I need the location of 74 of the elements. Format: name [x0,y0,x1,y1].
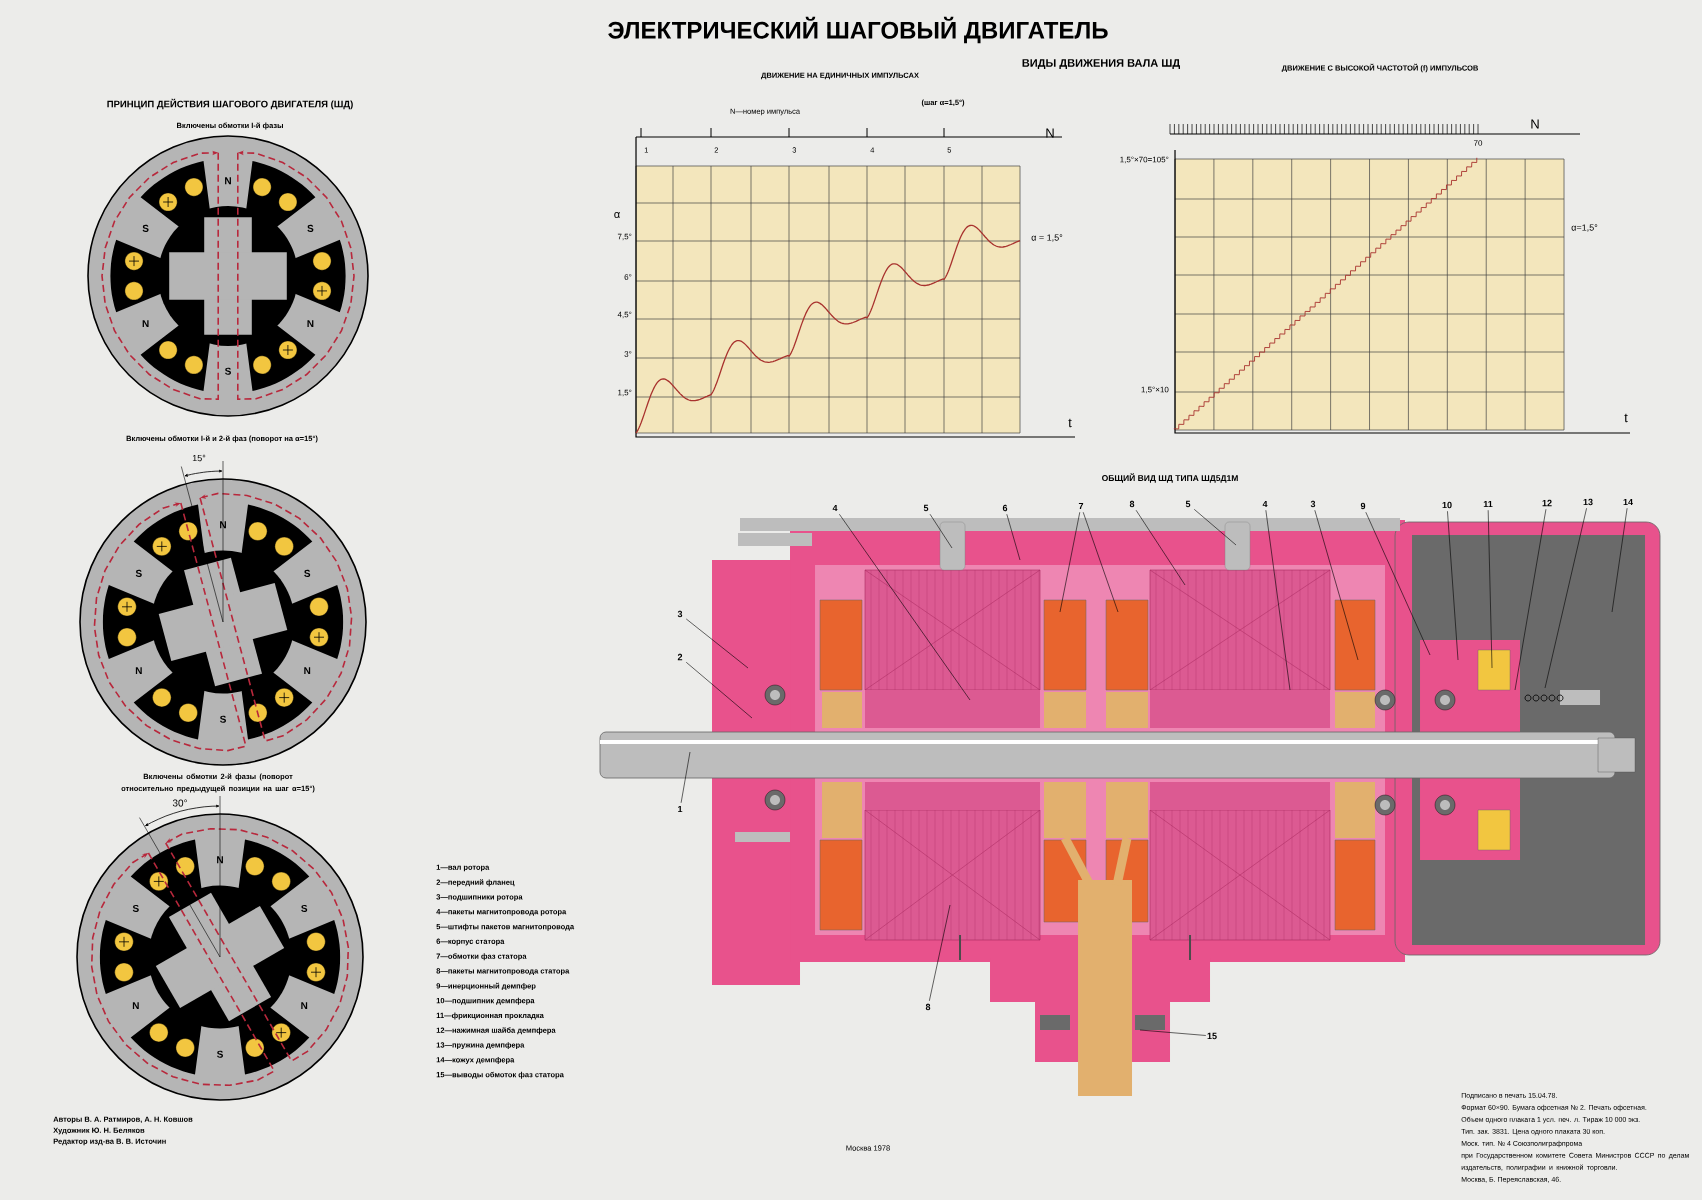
pole-letter: N [220,521,226,529]
axis-title: t [1068,418,1072,428]
heading: ВИДЫ ДВИЖЕНИЯ ВАЛА ШД [1022,59,1180,69]
callout-number: 4 [832,504,838,512]
leader-line [1447,510,1459,661]
leader-line [1611,507,1628,613]
pole-letter: N [132,1002,139,1010]
leader-line [839,513,971,701]
callout-number: 8 [1129,500,1135,508]
pole-letter: S [301,904,308,912]
axis-title: t [1624,413,1628,423]
section-heading: ПРИНЦИП ДЕЙСТВИЯ ШАГОВОГО ДВИГАТЕЛЯ (ШД) [107,98,353,110]
pole-letter: N [301,1002,308,1010]
callout-number: 3 [1310,500,1316,508]
pole-letter: N [135,667,142,675]
pole-letter: S [307,224,314,232]
callout-number: 10 [1442,501,1452,509]
axis-title: α [614,212,620,218]
pole-letter: N [304,667,311,675]
callout-number: 9 [1360,502,1366,510]
pole-letter: S [219,715,226,723]
tick-label: 70 [1474,140,1483,146]
leader-line [1135,509,1186,586]
callout-number: 8 [925,1003,931,1011]
leader-line [685,661,753,719]
angle-label: 15° [192,454,206,462]
leader-line [1314,509,1359,661]
pole-letter: N [225,177,231,185]
callout-number: 14 [1623,498,1633,506]
leader-line [685,618,749,669]
callout-number: 1 [678,805,683,813]
angle-label: 30° [172,799,187,807]
leader-line [1265,509,1291,691]
tick-label: 7,5° [617,233,632,241]
leader-line [1487,509,1493,669]
leader-line [1059,511,1081,613]
pole-letter: S [304,569,311,577]
pole-letter: N [142,320,149,328]
callout-number: 12 [1542,499,1552,507]
pole-letter: S [224,367,231,375]
leader-line [929,513,953,549]
axis-title: N [1046,128,1054,138]
tick-label: 1,5°×10 [1141,386,1169,394]
tick-label: 1,5° [618,389,632,397]
pole-letter: N [217,856,223,864]
callout-number: 11 [1483,500,1493,508]
pole-letter: S [135,569,142,577]
tick-label: 6° [624,274,632,280]
callout-number: 15 [1207,1032,1217,1040]
tick-label: 1,5°×70=105° [1120,156,1169,164]
callout-number: 2 [677,653,683,661]
callout-number: 13 [1583,498,1593,506]
leader-line [1139,1029,1207,1036]
leader-line [1193,509,1237,546]
callout-number: 5 [923,504,929,512]
callout-number: 7 [1078,502,1084,510]
callout-number: 5 [1185,500,1191,508]
tick-label: 3° [624,351,632,357]
drawing-heading: ОБЩИЙ ВИД ШД ТИПА ШД5Д1М [1102,473,1238,483]
poster-title: ЭЛЕКТРИЧЕСКИЙ ШАГОВЫЙ ДВИГАТЕЛЬ [608,16,1108,44]
pole-letter: S [142,224,149,232]
tick-label: 4,5° [617,311,632,319]
curve-label: α = 1,5° [1031,234,1063,242]
callout-number: 3 [677,610,683,618]
callout-number: 4 [1262,500,1268,508]
curve-label: α=1,5° [1571,224,1598,232]
pole-letter: N [307,320,314,328]
leader-line [680,751,691,804]
callout-number: 6 [1002,504,1008,512]
leader-line [1082,511,1119,613]
axis-title: N [1531,119,1539,129]
leader-line [929,904,951,1002]
pole-letter: S [216,1050,223,1058]
pole-letter: S [132,904,139,912]
